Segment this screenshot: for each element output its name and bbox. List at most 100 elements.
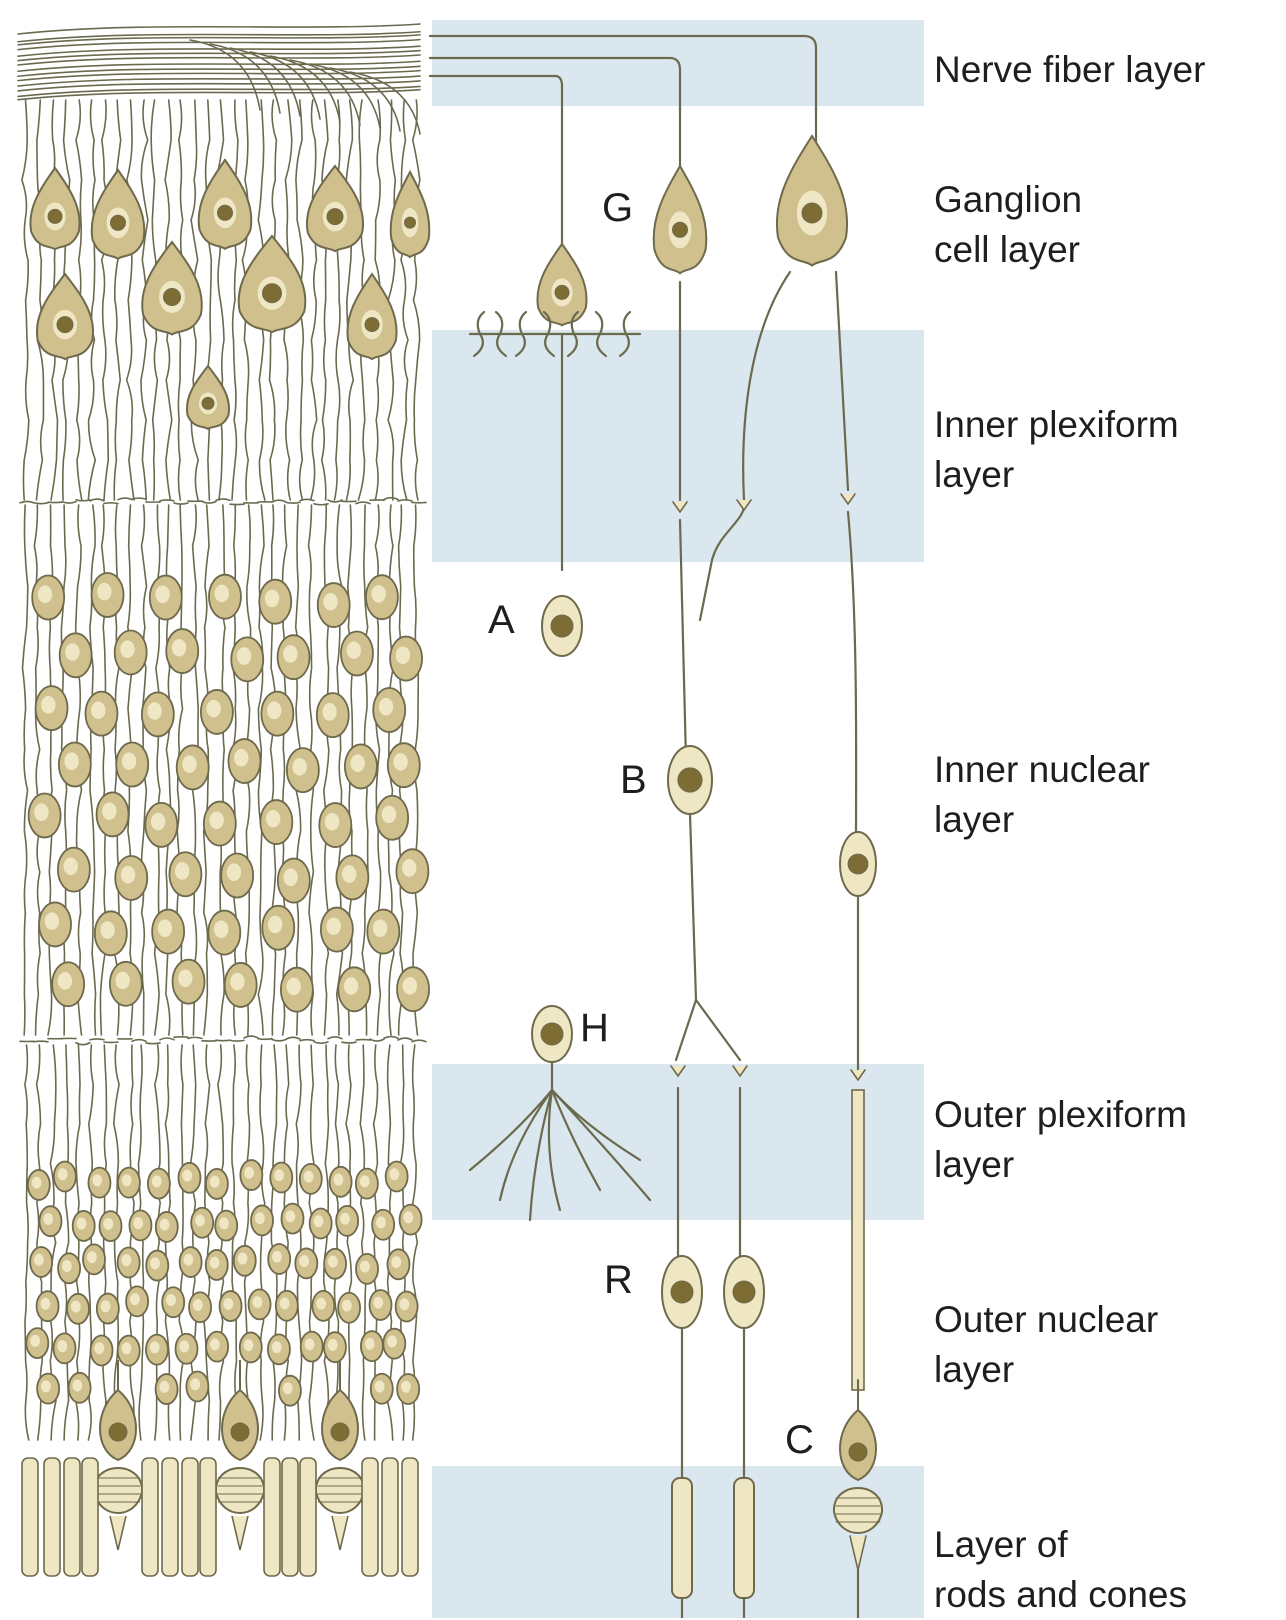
tissue-ganglion-cell-nucleus	[218, 205, 233, 220]
tissue-outer-nucleus-highlight	[389, 1168, 399, 1180]
layer-boundary-texture	[314, 504, 328, 505]
outer-tissue-fiber	[271, 1045, 277, 1440]
tissue-ganglion-cell-nucleus	[48, 209, 62, 223]
inner-tissue-fiber	[388, 100, 395, 500]
outer-tissue-fiber	[309, 1045, 314, 1440]
tissue-outer-nucleus-highlight	[244, 1167, 254, 1179]
tissue-cone-ellipsoid	[216, 1468, 264, 1513]
tissue-cone-outer-tip	[232, 1516, 248, 1550]
tissue-cone-ellipsoid	[94, 1468, 142, 1513]
tissue-inner-nucleus-highlight	[209, 811, 223, 829]
layer-boundary-texture	[132, 498, 146, 499]
tissue-outer-nucleus-highlight	[94, 1342, 104, 1354]
tissue-inner-nucleus-highlight	[393, 753, 407, 771]
tissue-inner-nucleus-highlight	[373, 919, 387, 937]
outer-tissue-fiber	[139, 1045, 144, 1440]
tissue-rod-segment	[402, 1458, 418, 1576]
tissue-outer-nucleus-highlight	[255, 1212, 265, 1224]
inner-tissue-fiber	[205, 100, 212, 500]
tissue-outer-nucleus-highlight	[304, 1171, 314, 1183]
layer-boundary-texture	[384, 498, 398, 500]
inner-tissue-fiber	[346, 100, 353, 500]
outer-tissue-fiber	[103, 1045, 107, 1440]
tissue-inner-nucleus-highlight	[122, 752, 136, 770]
outer-tissue-fiber	[360, 1045, 365, 1440]
tissue-rod-segment	[82, 1458, 98, 1576]
tissue-inner-nucleus-highlight	[342, 865, 356, 883]
horizontal-cell-letter: H	[580, 1008, 609, 1048]
tissue-rod-segment	[282, 1458, 298, 1576]
tissue-outer-nucleus-highlight	[210, 1338, 220, 1350]
layer-boundary-texture	[90, 1039, 104, 1040]
layer-boundary-texture	[300, 499, 314, 500]
rod-cell-left-nucleus	[671, 1281, 693, 1303]
outer-plexiform-layer-label: Outer plexiform layer	[934, 1090, 1274, 1190]
tissue-inner-nucleus-highlight	[91, 702, 105, 720]
rods-cones-layer-label: Layer of rods and cones	[934, 1520, 1274, 1620]
outer-tissue-fiber	[232, 1045, 237, 1440]
ganglion-axon-left	[430, 76, 562, 250]
tissue-outer-nucleus-highlight	[387, 1335, 397, 1347]
amacrine-cell-nucleus	[551, 615, 573, 637]
inner-tissue-fiber	[216, 100, 224, 500]
tissue-inner-nucleus-highlight	[151, 813, 165, 831]
tissue-inner-nucleus-highlight	[38, 585, 52, 603]
tissue-inner-nucleus-highlight	[58, 972, 72, 990]
tissue-outer-nucleus-highlight	[305, 1338, 315, 1350]
tissue-outer-nucleus-highlight	[43, 1213, 53, 1225]
tissue-cone-outer-tip	[110, 1516, 126, 1550]
tissue-outer-nucleus-highlight	[166, 1294, 176, 1306]
layer-boundary-texture	[76, 1043, 90, 1045]
tissue-inner-nucleus-highlight	[155, 585, 169, 603]
layer-boundary-texture	[314, 1042, 328, 1044]
tissue-outer-nucleus-highlight	[183, 1254, 193, 1266]
layer-boundary-texture	[272, 1039, 286, 1040]
outer-synapse-rod-right	[733, 1066, 747, 1076]
tissue-outer-nucleus-highlight	[150, 1257, 160, 1269]
layer-boundary-texture	[160, 500, 174, 501]
ganglion-dendrite-branch	[624, 312, 630, 334]
tissue-outer-nucleus-highlight	[360, 1261, 370, 1273]
ganglion-dendrite-branch-lower	[516, 334, 525, 356]
tissue-inner-nucleus-highlight	[182, 755, 196, 773]
tissue-outer-nucleus-highlight	[57, 1340, 67, 1352]
layer-boundary-texture	[118, 498, 132, 500]
layer-boundary-texture	[160, 1038, 174, 1040]
tissue-inner-nucleus-highlight	[382, 806, 396, 824]
tissue-rod-segment	[182, 1458, 198, 1576]
tissue-inner-nucleus-highlight	[100, 921, 114, 939]
inner-plexiform-layer-label: Inner plexiform layer	[934, 400, 1274, 500]
layer-boundary-texture	[174, 503, 188, 504]
tissue-inner-nucleus-highlight	[34, 803, 48, 821]
nerve-fiber-layer-label: Nerve fiber layer	[934, 45, 1274, 95]
tissue-outer-nucleus-highlight	[71, 1301, 81, 1313]
tissue-inner-nucleus-highlight	[63, 858, 77, 876]
inner-tissue-fiber	[401, 100, 408, 500]
ganglion-cell-left-nucleus	[555, 285, 569, 299]
tissue-inner-nucleus-highlight	[267, 702, 281, 720]
tissue-outer-nucleus-highlight	[403, 1211, 413, 1223]
tissue-outer-nucleus-highlight	[160, 1219, 170, 1231]
tissue-outer-nucleus-highlight	[274, 1169, 284, 1181]
tissue-outer-nucleus-highlight	[360, 1175, 370, 1187]
outer-tissue-fiber	[245, 1045, 250, 1440]
ganglion-dendrite-branch	[596, 312, 602, 334]
tissue-outer-nucleus-highlight	[30, 1335, 40, 1347]
tissue-cone-nucleus	[109, 1423, 127, 1441]
tissue-outer-nucleus-highlight	[32, 1177, 42, 1189]
ganglion-dendrite-branch-lower	[620, 334, 629, 356]
tissue-inner-nucleus-highlight	[325, 813, 339, 831]
horizontal-dendrite	[500, 1090, 552, 1200]
tissue-ganglion-cell-nucleus	[365, 318, 379, 332]
rod-right-outer-segment	[734, 1478, 754, 1598]
layer-boundary-texture	[76, 500, 90, 501]
tissue-outer-nucleus-highlight	[375, 1381, 385, 1393]
tissue-inner-nucleus-highlight	[121, 866, 135, 884]
ganglion-cell-layer-label: Ganglion cell layer	[934, 175, 1274, 275]
ganglion-dendrite-right-branch	[700, 272, 790, 620]
tissue-inner-nucleus-highlight	[372, 585, 386, 603]
tissue-outer-nucleus-highlight	[342, 1300, 352, 1312]
tissue-outer-nucleus-highlight	[40, 1298, 50, 1310]
tissue-rod-segment	[162, 1458, 178, 1576]
